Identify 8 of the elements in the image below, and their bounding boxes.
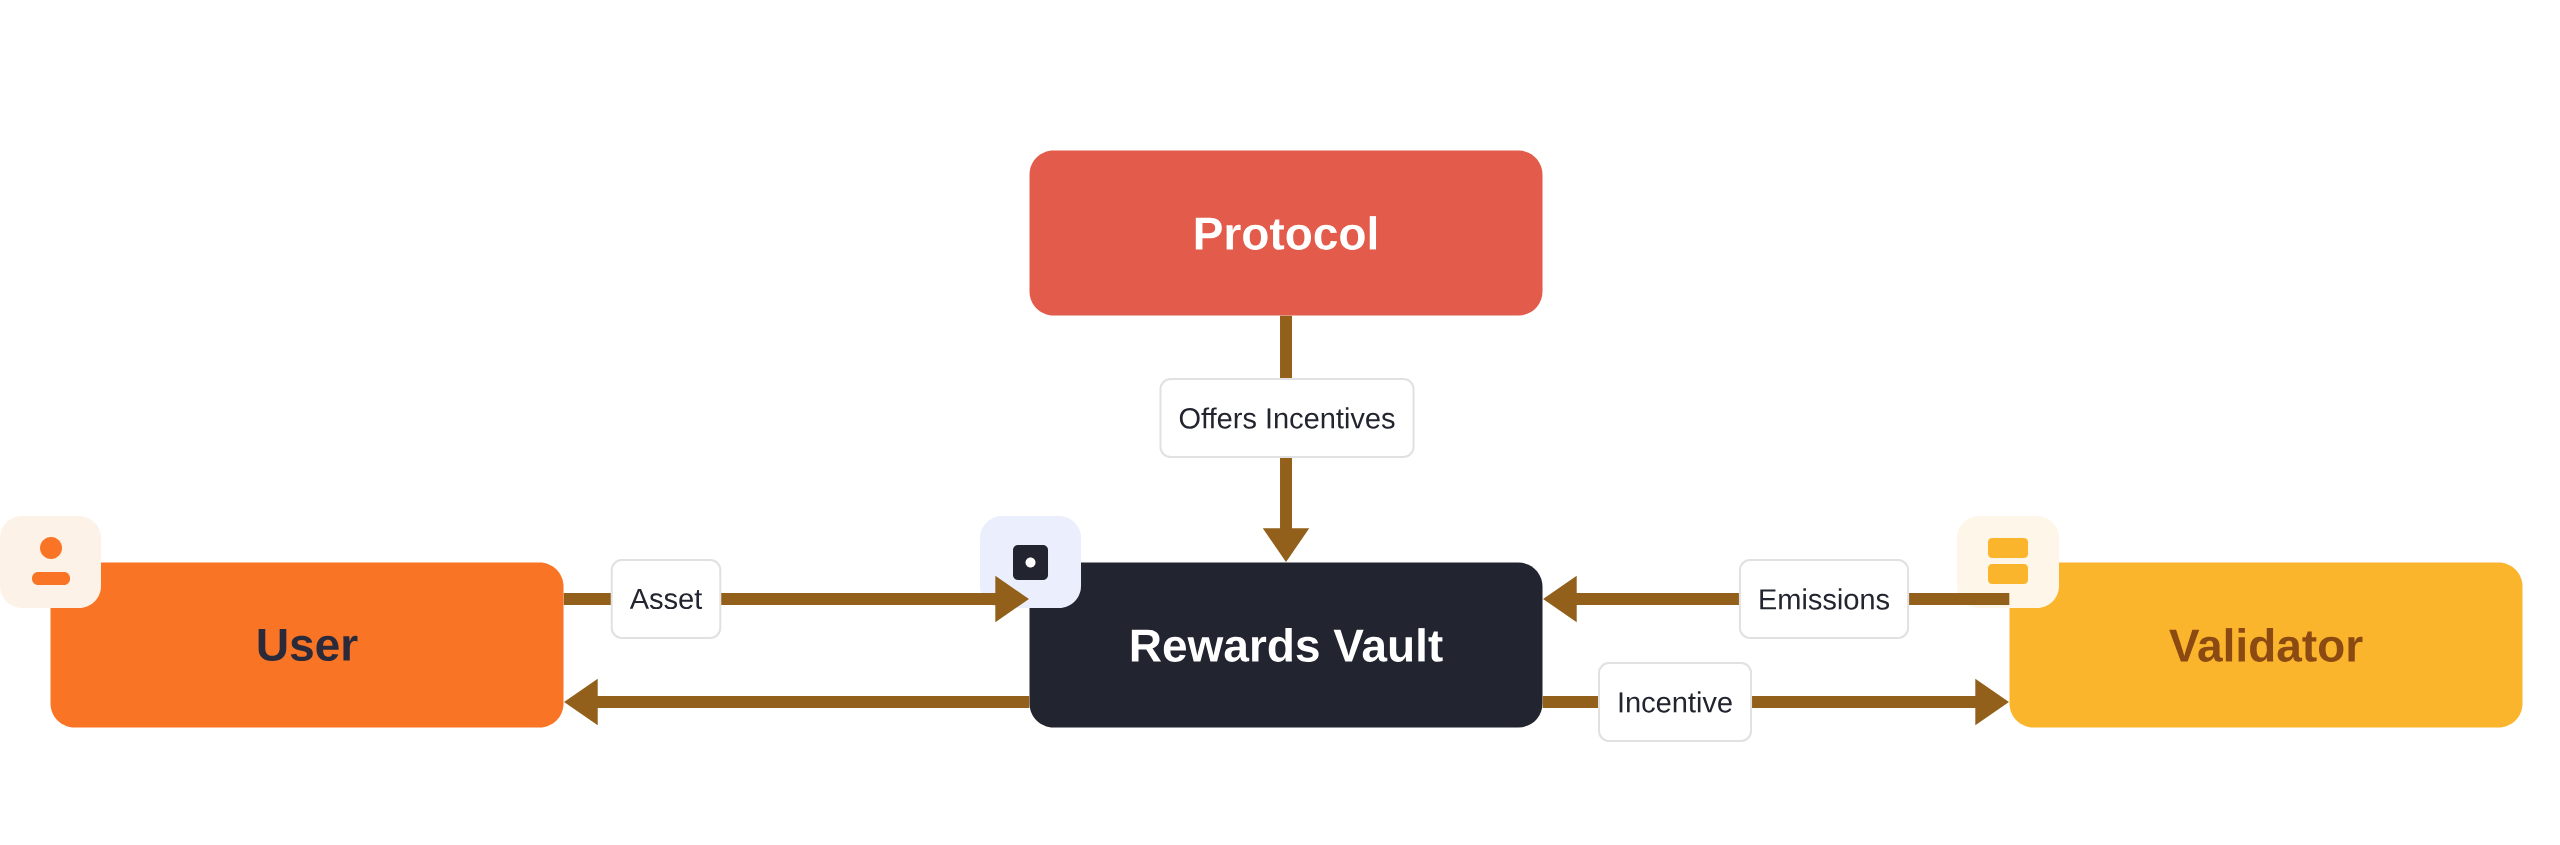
edge-label: Offers Incentives [1159,378,1415,458]
edge-label: Emissions [1738,559,1910,639]
process-box: Rewards Vault [1029,562,1543,728]
process-box: User [50,562,564,728]
process-box: Validator [2009,562,2523,728]
edge-label: Asset [610,559,722,639]
process-box: Protocol [1029,150,1543,316]
edge-label: Incentive [1598,662,1753,742]
